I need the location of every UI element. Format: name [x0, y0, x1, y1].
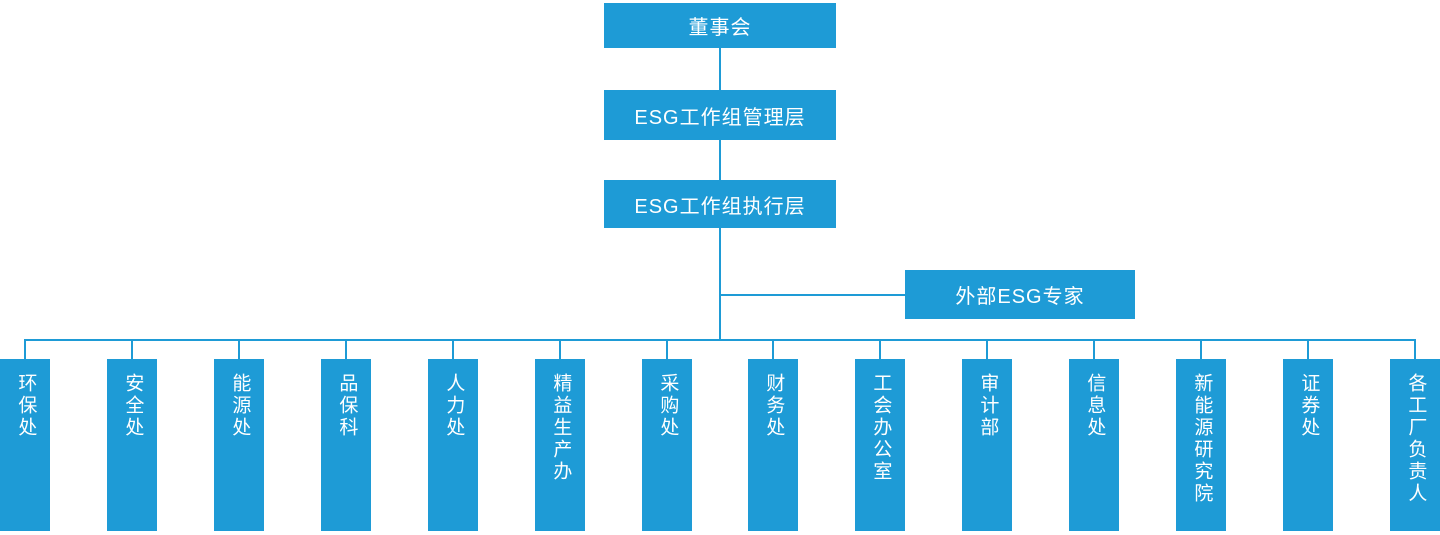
- dept-node: 环保处: [0, 359, 50, 531]
- dept-stub: [1200, 341, 1202, 359]
- dept-stub: [772, 341, 774, 359]
- dept-node: 工会办公室: [855, 359, 905, 531]
- org-node-execution: ESG工作组执行层: [604, 180, 836, 228]
- dept-stub: [1414, 341, 1416, 359]
- dept-node: 能源处: [214, 359, 264, 531]
- org-node-management-label: ESG工作组管理层: [634, 106, 806, 129]
- dept-node: 精益生产办: [535, 359, 585, 531]
- dept-label: 工会办公室: [870, 373, 892, 483]
- distribution-bar: [24, 339, 1416, 341]
- dept-node: 安全处: [107, 359, 157, 531]
- trunk-segment-1: [719, 48, 721, 90]
- dept-stub: [559, 341, 561, 359]
- dept-stub: [879, 341, 881, 359]
- org-node-board: 董事会: [604, 3, 836, 48]
- trunk-segment-3: [719, 228, 721, 341]
- dept-label: 安全处: [122, 373, 144, 439]
- dept-label: 审计部: [977, 373, 999, 439]
- dept-node: 证券处: [1283, 359, 1333, 531]
- dept-label: 各工厂负责人: [1405, 373, 1427, 505]
- dept-node: 新能源研究院: [1176, 359, 1226, 531]
- dept-label: 能源处: [229, 373, 251, 439]
- dept-node: 信息处: [1069, 359, 1119, 531]
- org-node-external-advisor-label: 外部ESG专家: [955, 286, 1085, 308]
- dept-label: 信息处: [1084, 373, 1106, 439]
- dept-node: 财务处: [748, 359, 798, 531]
- dept-label: 品保科: [336, 373, 358, 439]
- dept-stub: [238, 341, 240, 359]
- dept-node: 审计部: [962, 359, 1012, 531]
- dept-label: 财务处: [763, 373, 785, 439]
- dept-node: 各工厂负责人: [1390, 359, 1440, 531]
- dept-stub: [986, 341, 988, 359]
- dept-stub: [131, 341, 133, 359]
- dept-label: 精益生产办: [550, 373, 572, 483]
- dept-node: 采购处: [642, 359, 692, 531]
- dept-stub: [666, 341, 668, 359]
- dept-label: 新能源研究院: [1191, 373, 1213, 505]
- dept-label: 采购处: [657, 373, 679, 439]
- dept-label: 证券处: [1298, 373, 1320, 439]
- advisor-branch-line: [720, 294, 905, 296]
- org-node-execution-label: ESG工作组执行层: [634, 195, 806, 218]
- dept-stub: [1307, 341, 1309, 359]
- trunk-segment-2: [719, 140, 721, 180]
- dept-stub: [452, 341, 454, 359]
- dept-node: 品保科: [321, 359, 371, 531]
- dept-node: 人力处: [428, 359, 478, 531]
- dept-stub: [345, 341, 347, 359]
- org-node-management: ESG工作组管理层: [604, 90, 836, 140]
- dept-label: 人力处: [443, 373, 465, 439]
- dept-stub: [24, 341, 26, 359]
- org-node-external-advisor: 外部ESG专家: [905, 270, 1135, 319]
- dept-stub: [1093, 341, 1095, 359]
- dept-label: 环保处: [15, 373, 37, 439]
- org-node-board-label: 董事会: [688, 17, 752, 39]
